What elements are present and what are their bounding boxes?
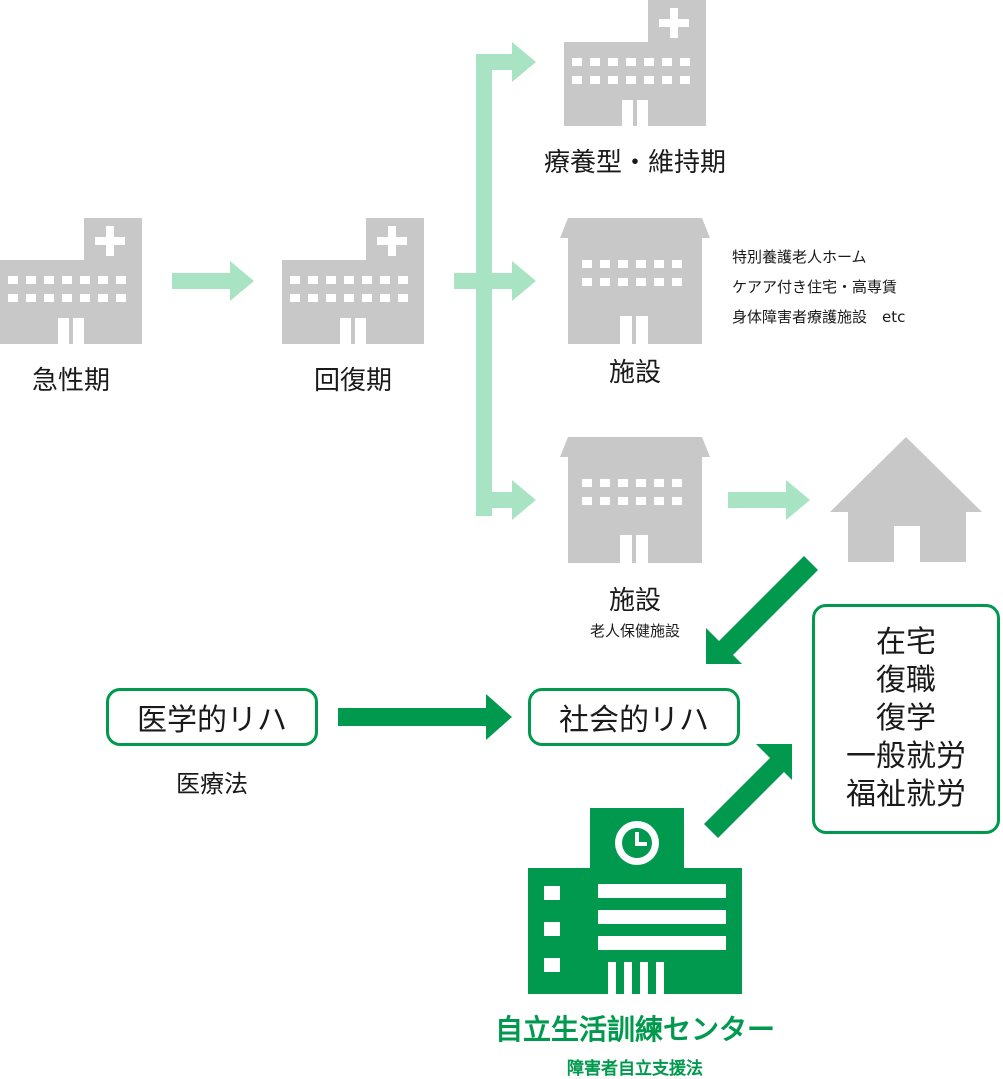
facility-building-icon-1: [560, 218, 710, 344]
facility-building-icon-2: [560, 437, 710, 563]
long-term-label: 療養型・維持期: [543, 148, 726, 178]
outcome-item: 一般就労: [846, 739, 966, 774]
outcome-item: 復職: [876, 663, 936, 698]
dark-green-arrows: [338, 556, 818, 838]
medical-rehab-box: 医学的リハ: [106, 688, 318, 746]
outcome-item: 復学: [876, 701, 936, 736]
medical-rehab-sublabel: 医療法: [176, 770, 248, 798]
recovery-label: 回復期: [313, 366, 392, 396]
arrow-acute-to-recovery-shaft: [172, 273, 232, 289]
center-label: 自立生活訓練センター: [494, 1013, 775, 1046]
medical-rehab-label: 医学的リハ: [137, 703, 287, 738]
facility2-sublabel: 老人保健施設: [589, 622, 680, 640]
arrow-acute-to-recovery-head: [230, 261, 254, 301]
social-rehab-box: 社会的リハ: [528, 688, 740, 746]
facility1-note: 身体障害者療護施設 etc: [732, 308, 906, 326]
facility1-label: 施設: [608, 358, 661, 388]
training-center-icon: [528, 808, 742, 994]
facility1-note: ケアア付き住宅・高専賃: [732, 278, 898, 296]
outcome-item: 福祉就労: [846, 777, 966, 812]
acute-label: 急性期: [31, 366, 110, 396]
hospital-icon-recovery: [282, 218, 424, 344]
facility1-notes: 特別養護老人ホーム ケアア付き住宅・高専賃 身体障害者療護施設 etc: [732, 242, 905, 332]
facility2-label: 施設: [608, 586, 661, 616]
outcomes-box: 在宅 復職 復学 一般就労 福祉就労: [812, 604, 1000, 834]
center-sublabel: 障害者自立支援法: [567, 1059, 703, 1079]
hospital-icon-long-term: [564, 0, 706, 126]
social-rehab-label: 社会的リハ: [559, 703, 709, 738]
facility1-note: 特別養護老人ホーム: [732, 248, 867, 266]
hospital-icon-acute: [0, 218, 142, 344]
outcome-item: 在宅: [876, 625, 936, 660]
light-green-arrows: [172, 42, 810, 520]
house-icon: [830, 437, 982, 562]
